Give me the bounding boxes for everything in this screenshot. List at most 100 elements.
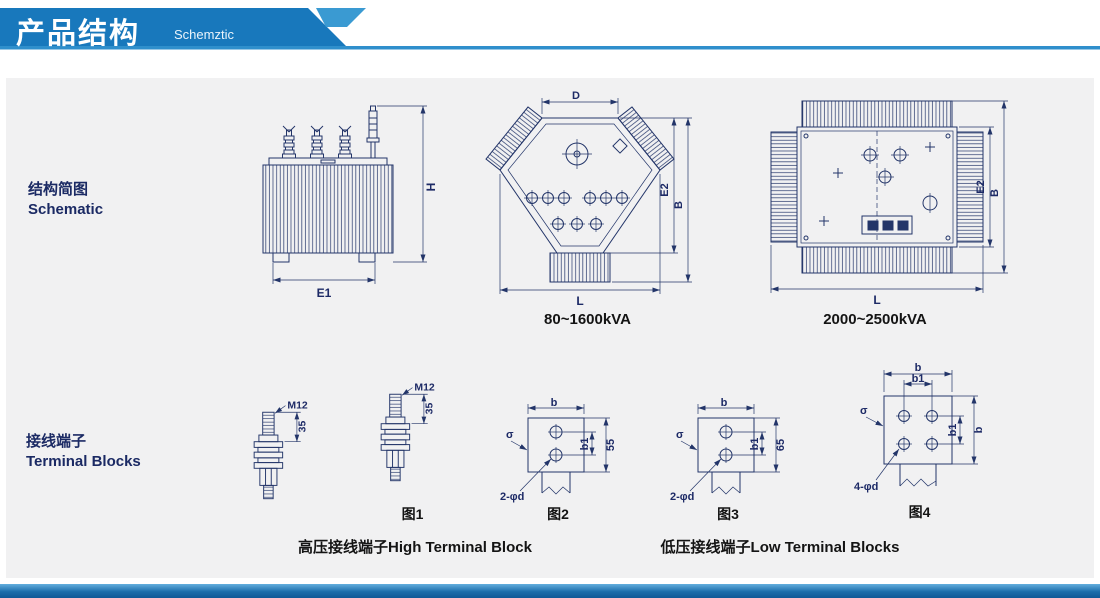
dim-b1-label: b1 <box>749 438 761 451</box>
dim-sigma: σ <box>860 405 884 427</box>
dim-d: D <box>541 90 619 114</box>
transformer-top-view-2000-2500-drawing: E2 B L <box>770 100 1008 307</box>
holes-callout: 4-φd <box>854 448 900 493</box>
lv-bushing <box>366 105 380 158</box>
dim-b1-right: b1 <box>940 415 964 445</box>
dim-b1: b1 <box>734 431 766 456</box>
caption-low-terminal: 低压接线端子Low Terminal Blocks <box>660 539 900 556</box>
dim-h: H <box>377 105 438 263</box>
hv-terminal-bolt-a: M12 35 <box>253 400 308 500</box>
dim-height: 65 <box>754 417 787 473</box>
dim-sigma-label: σ <box>506 429 514 441</box>
dim-b-label: b <box>551 397 558 409</box>
page-title: 产品结构 <box>16 18 141 50</box>
dim-b-label: b <box>915 362 922 374</box>
dim-height-label: 65 <box>775 439 787 451</box>
dim-b1-label: b1 <box>912 373 925 385</box>
caption-fig3: 图3 <box>717 506 739 522</box>
thread-callout: M12 <box>274 400 308 414</box>
tank-with-fins <box>262 157 394 254</box>
bolt-height-label: 35 <box>424 403 435 415</box>
dim-b: b <box>527 397 585 414</box>
hv-terminal-bolt-b: M12 35 <box>380 382 435 482</box>
dim-b-label: b <box>973 426 985 433</box>
caption-range-2000-2500: 2000~2500kVA <box>823 311 927 328</box>
transformer-side-view-drawing: H E1 <box>262 105 438 300</box>
caption-fig1: 图1 <box>401 506 424 522</box>
dim-h-label: H <box>424 183 438 192</box>
dim-height: 55 <box>584 417 617 473</box>
dim-35: 35 <box>403 393 435 425</box>
hv-bushings <box>282 125 352 159</box>
caption-fig4: 图4 <box>908 504 931 520</box>
bolt-height-label: 35 <box>297 421 308 433</box>
dim-d-label: D <box>572 90 580 102</box>
base-feet <box>272 252 376 263</box>
header-banner <box>0 8 1100 50</box>
dim-b: B <box>612 118 692 283</box>
dim-height-label: 55 <box>605 439 617 451</box>
dim-sigma-label: σ <box>676 429 684 441</box>
holes-label: 2-φd <box>670 491 694 503</box>
header-banner-shape <box>0 8 346 46</box>
holes-callout: 2-φd <box>670 458 722 503</box>
content-panel <box>6 78 1094 578</box>
dim-sigma: σ <box>676 429 698 451</box>
page-header: 产品结构 Schemztic <box>0 0 1100 60</box>
dim-sigma: σ <box>506 429 528 451</box>
holes-callout: 2-φd <box>500 458 552 503</box>
section-label-schematic: 结构简图 Schematic <box>28 180 103 220</box>
section-label-schematic-en: Schematic <box>28 201 104 218</box>
page-subtitle: Schemztic <box>174 27 234 42</box>
dim-b: b <box>697 397 755 414</box>
lv-terminal-plate-fig2: b σ 2-φd b1 55 <box>500 397 617 503</box>
cover-details <box>523 138 631 233</box>
transformer-top-view-80-1600-drawing: D E2 B L <box>485 90 692 308</box>
bolt-body <box>380 393 411 482</box>
dim-e2: E2 <box>605 117 692 254</box>
header-banner-accent <box>316 8 366 27</box>
bolt-thread-label: M12 <box>287 400 307 411</box>
lv-terminal-plate-fig4: b b1 b1 b σ 4-φd <box>854 362 985 493</box>
caption-high-terminal: 高压接线端子High Terminal Block <box>298 539 532 556</box>
bolt-thread-label: M12 <box>414 382 434 393</box>
cover-details <box>803 131 951 243</box>
holes-label: 4-φd <box>854 481 878 493</box>
dim-b-top: b <box>883 362 953 392</box>
dim-b1-label: b1 <box>947 424 959 437</box>
section-label-terminal-cn: 接线端子 <box>26 433 87 450</box>
section-label-schematic-cn: 结构简图 <box>28 181 89 198</box>
header-underline <box>0 46 1100 50</box>
section-label-terminal-en: Terminal Blocks <box>26 453 141 470</box>
dim-l-label: L <box>873 293 880 307</box>
holes-label: 2-φd <box>500 491 524 503</box>
thread-callout: M12 <box>401 382 435 396</box>
caption-range-80-1600: 80~1600kVA <box>544 311 631 328</box>
dim-sigma-label: σ <box>860 405 868 417</box>
plate <box>883 395 953 487</box>
dim-e2-label: E2 <box>659 183 671 196</box>
dim-b1-top: b1 <box>903 373 933 408</box>
plate <box>527 417 585 495</box>
dim-e1-label: E1 <box>317 286 332 300</box>
dim-b1-label: b1 <box>579 438 591 451</box>
dim-e2: E2 <box>959 126 994 248</box>
plate <box>697 417 755 495</box>
dim-b-label: B <box>989 189 1001 197</box>
dim-b: B <box>952 100 1008 274</box>
dim-b1: b1 <box>564 431 596 456</box>
radiator-fins <box>485 106 675 283</box>
dim-b-label: B <box>673 201 685 209</box>
lv-terminal-plate-fig3: b σ 2-φd b1 65 <box>670 397 787 503</box>
dim-35: 35 <box>276 411 308 443</box>
dim-e1: E1 <box>272 263 376 300</box>
dim-b-label: b <box>721 397 728 409</box>
dim-l: L <box>499 174 661 308</box>
dim-b-right: b <box>952 395 985 465</box>
dim-e2-label: E2 <box>975 180 987 193</box>
tank-outline <box>499 117 661 254</box>
dim-l: L <box>770 245 984 307</box>
dim-l-label: L <box>576 294 583 308</box>
bolt-body <box>253 411 284 500</box>
bottom-bar <box>0 584 1100 598</box>
